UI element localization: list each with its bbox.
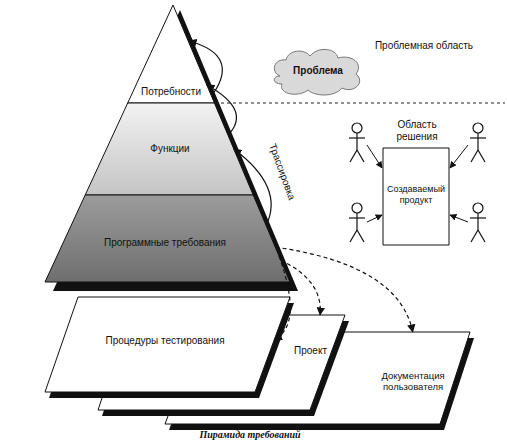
pyramid-band: Программные требования xyxy=(45,195,290,282)
pyramid-band: Потребности xyxy=(127,5,215,103)
actor-arrow xyxy=(450,145,468,168)
node-text: Функции xyxy=(105,143,235,155)
node-text: Программные требования xyxy=(65,237,265,249)
node-text: Проблема xyxy=(268,65,368,77)
node-shape xyxy=(128,5,215,103)
node-text: Создаваемый продукт xyxy=(383,184,449,206)
node-text: Проект xyxy=(288,345,333,357)
product-box: Создаваемый продукт xyxy=(383,148,449,245)
node-shape xyxy=(165,332,470,424)
actor-figure xyxy=(470,123,486,162)
area-label: Область решения xyxy=(381,119,453,143)
node-shape xyxy=(85,103,253,195)
node-shape xyxy=(45,297,290,392)
edge-label: Трассировка xyxy=(266,143,297,202)
node-shape xyxy=(98,315,345,410)
actor-arrow xyxy=(367,145,382,168)
artifact-slab: Процедуры тестирования xyxy=(45,297,290,392)
area-label: Проблемная область xyxy=(372,40,476,52)
node-shape xyxy=(45,195,290,282)
actor-arrow xyxy=(367,215,382,222)
pyramid-band: Функции xyxy=(85,103,254,195)
node-text: Потребности xyxy=(131,86,211,98)
figure-caption: Пирамида требований xyxy=(100,429,400,441)
node-shape xyxy=(383,148,449,245)
problem-cloud: Проблема xyxy=(268,46,368,98)
node-text: Документация пользователя xyxy=(373,370,453,393)
actor-figure xyxy=(349,203,365,242)
actor-figure xyxy=(470,203,486,242)
actor-figure xyxy=(349,123,365,162)
node-text: Процедуры тестирования xyxy=(90,335,240,347)
actor-arrow xyxy=(450,215,468,222)
domain-divider xyxy=(215,103,505,104)
